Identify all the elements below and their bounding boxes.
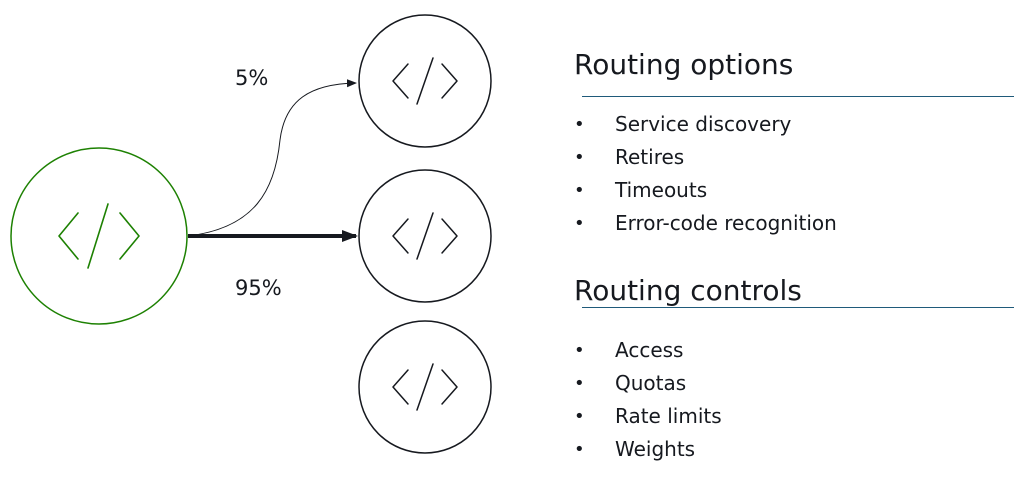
source-service-node (10, 147, 188, 325)
list-item: •Retires (574, 145, 685, 169)
list-item: •Access (574, 338, 684, 362)
routing-controls-section: Routing controls •Access •Quotas •Rate l… (574, 274, 1014, 474)
routing-options-list: •Service discovery •Retires •Timeouts •E… (574, 108, 837, 240)
routing-options-section: Routing options •Service discovery •Reti… (574, 48, 1014, 238)
routing-controls-divider (582, 307, 1014, 308)
edge-to-service-1 (187, 79, 357, 237)
routing-controls-title: Routing controls (574, 274, 802, 307)
target-service-node-2 (358, 169, 492, 303)
code-icon (392, 57, 458, 105)
edge-label-5-percent: 5% (235, 66, 268, 90)
list-item: •Weights (574, 437, 696, 461)
target-service-node-3 (358, 320, 492, 454)
code-icon (392, 212, 458, 260)
code-icon (58, 203, 140, 269)
routing-controls-list: •Access •Quotas •Rate limits •Weights (574, 334, 722, 466)
list-item: •Timeouts (574, 178, 708, 202)
code-icon (392, 363, 458, 411)
routing-options-divider (582, 96, 1014, 97)
traffic-routing-diagram: 5% 95% (10, 14, 492, 454)
target-service-node-1 (358, 14, 492, 148)
list-item: •Quotas (574, 371, 687, 395)
list-item: •Service discovery (574, 112, 792, 136)
list-item: •Rate limits (574, 404, 722, 428)
edge-label-95-percent: 95% (235, 276, 282, 300)
routing-options-title: Routing options (574, 48, 794, 81)
list-item: •Error-code recognition (574, 211, 837, 235)
